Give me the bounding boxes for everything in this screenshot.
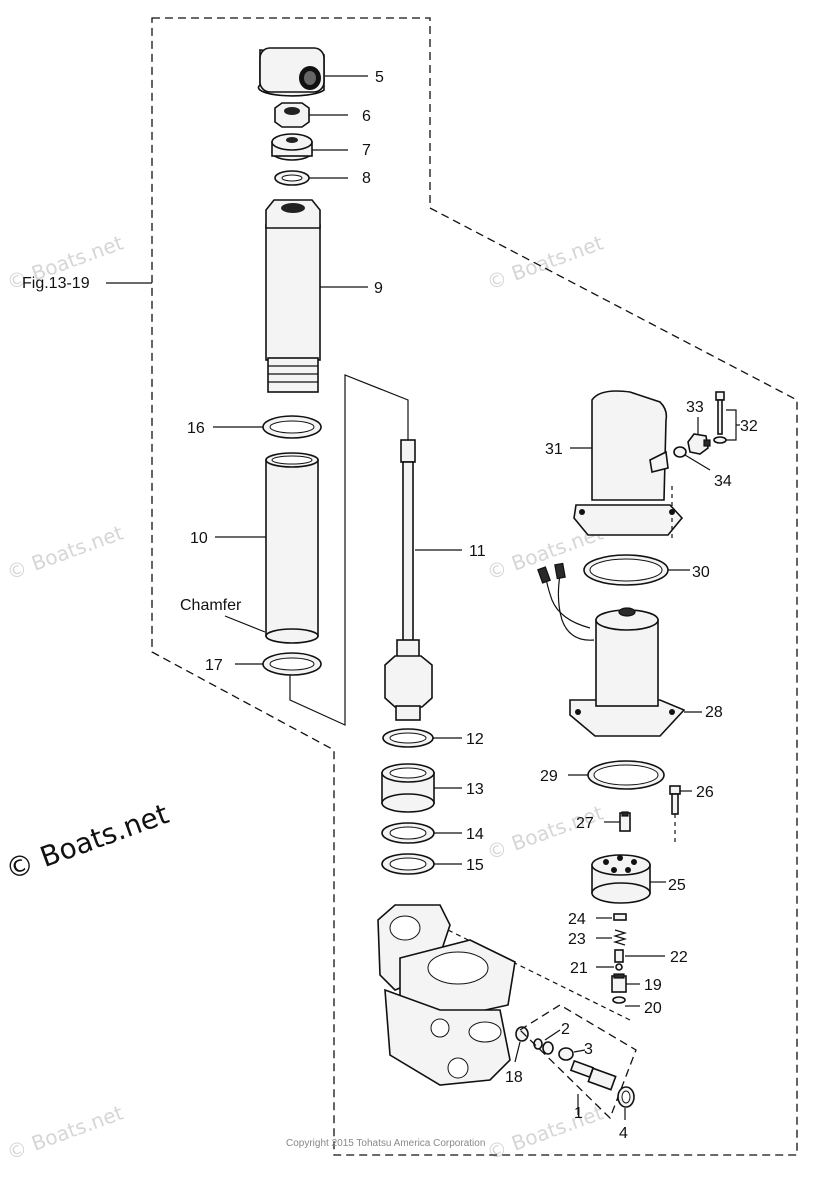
part-14-backup-ring (381, 822, 435, 844)
part-label-4: 4 (619, 1125, 628, 1142)
copyright-text: Copyright 2015 Tohatsu America Corporati… (286, 1138, 485, 1149)
watermark-text: © Boats.net (484, 800, 607, 864)
part-label-12: 12 (466, 731, 484, 748)
part-label-24: 24 (568, 911, 586, 928)
part-18-o-ring (515, 1026, 529, 1042)
part-label-6: 6 (362, 108, 371, 125)
trim-housing-body (377, 904, 516, 1086)
part-7-seal-cap (271, 133, 313, 161)
assembly-boundary (151, 17, 798, 1156)
part-label-15: 15 (466, 857, 484, 874)
part-22-valve (614, 949, 624, 963)
part-label-19: 19 (644, 977, 662, 994)
part-label-16: 16 (187, 420, 205, 437)
part-11-piston-rod (384, 439, 433, 721)
part-label-23: 23 (568, 931, 586, 948)
figure-reference: Fig.13-19 (22, 275, 90, 292)
part-label-10: 10 (190, 530, 208, 547)
part-label-33: 33 (686, 399, 704, 416)
part-label-34: 34 (714, 473, 732, 490)
part-label-30: 30 (692, 564, 710, 581)
part-label-17: 17 (205, 657, 223, 674)
part-10-sleeve (265, 452, 319, 644)
part-label-18: 18 (505, 1069, 523, 1086)
part-2-ring (542, 1041, 554, 1055)
part-3-o-ring (558, 1047, 574, 1061)
part-4-snap-ring (617, 1086, 635, 1108)
part-5-cap (257, 47, 325, 97)
part-33-plug (687, 433, 711, 455)
part-13-seal-housing (381, 763, 435, 813)
part-label-14: 14 (466, 826, 484, 843)
part-label-8: 8 (362, 170, 371, 187)
watermark-text: © Boats.net (484, 230, 607, 294)
part-label-25: 25 (668, 877, 686, 894)
part-32-screw (713, 391, 727, 444)
watermark-text: © Boats.net (4, 1100, 127, 1164)
part-label-1: 1 (574, 1105, 583, 1122)
part-label-13: 13 (466, 781, 484, 798)
part-6-nut (274, 102, 310, 128)
part-25-pump (591, 854, 651, 904)
part-label-5: 5 (375, 69, 384, 86)
part-label-28: 28 (705, 704, 723, 721)
watermark-text: © Boats.net (4, 520, 127, 584)
part-label-11: 11 (469, 543, 486, 560)
part-1-manual-valve (569, 1059, 617, 1091)
part-label-2: 2 (561, 1021, 570, 1038)
part-label-20: 20 (644, 1000, 662, 1017)
part-21-ball (615, 963, 623, 971)
part-label-27: 27 (576, 815, 594, 832)
part-34-o-ring (673, 446, 687, 458)
chamfer-label: Chamfer (180, 597, 242, 614)
part-label-3: 3 (584, 1041, 593, 1058)
part-24-ball (613, 913, 627, 921)
part-27-valve (619, 811, 631, 832)
part-label-9: 9 (374, 280, 383, 297)
part-label-26: 26 (696, 784, 714, 801)
part-23-spring (612, 929, 628, 946)
part-9-cylinder (265, 199, 321, 393)
part-28-motor (537, 562, 686, 737)
part-label-7: 7 (362, 142, 371, 159)
watermark-main: © Boats.net (1, 797, 173, 886)
part-label-22: 22 (670, 949, 688, 966)
part-26-screw (669, 785, 681, 815)
part-19-valve-body (611, 973, 627, 993)
part-label-31: 31 (545, 441, 563, 458)
part-label-29: 29 (540, 768, 558, 785)
part-label-32: 32 (740, 418, 758, 435)
part-label-21: 21 (570, 960, 588, 977)
part-31-reservoir (573, 390, 684, 536)
part-20-o-ring (612, 996, 626, 1004)
